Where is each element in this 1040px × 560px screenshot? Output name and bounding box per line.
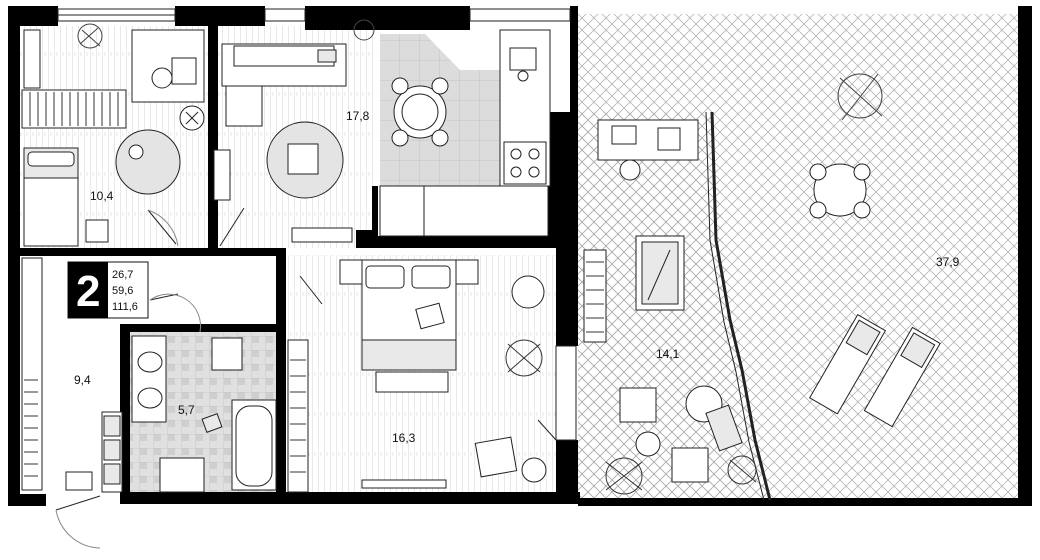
area-bedroom-master: 16,3 [392,431,416,445]
apartment-badge: 2 26,7 59,6 111,6 [67,261,149,319]
open-terrace-furniture [808,73,941,428]
terrace-table [813,163,867,217]
windows [57,8,772,501]
area-bathroom: 5,7 [178,403,195,417]
badge-area-3: 111,6 [112,301,138,313]
badge-area-2: 59,6 [112,285,133,297]
area-glazed-terrace: 14,1 [656,347,680,361]
round-rug [115,129,181,195]
rooms-count: 2 [76,267,100,316]
badge-area-1: 26,7 [112,269,133,281]
kitchen-furniture [379,29,551,237]
bedroom-small-furniture [21,23,205,247]
hallway-furniture [21,257,202,549]
glazed-terrace-furniture [583,119,743,483]
plants [505,339,757,495]
area-hallway: 9,4 [74,373,91,387]
area-bedroom-small: 10,4 [90,189,114,203]
bedroom-master-furniture [287,259,557,493]
walls [8,6,1032,506]
living-furniture [213,19,375,247]
bathroom-fixtures [131,335,277,493]
area-open-terrace: 37,9 [936,255,960,269]
area-living-kitchen: 17,8 [346,109,370,123]
